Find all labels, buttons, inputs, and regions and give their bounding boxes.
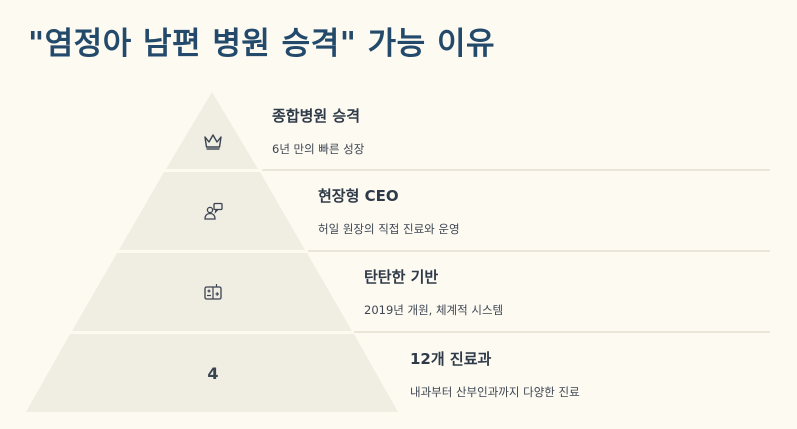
pyramid-tier-3 <box>72 253 352 331</box>
divider-2 <box>308 250 770 252</box>
user-chat-icon <box>204 202 223 220</box>
level-2-description: 허일 원장의 직접 진료와 운영 <box>318 222 460 236</box>
tier-4-number: 4 <box>207 364 219 383</box>
level-1-description: 6년 만의 빠른 성장 <box>272 142 365 156</box>
level-4-description: 내과부터 산부인과까지 다양한 진료 <box>410 385 580 399</box>
level-2-text: 현장형 CEO 허일 원장의 직접 진료와 운영 <box>318 185 460 237</box>
level-4-text: 12개 진료과 내과부터 산부인과까지 다양한 진료 <box>410 348 580 400</box>
level-1-heading: 종합병원 승격 <box>272 107 361 125</box>
pyramid-tier-1 <box>166 92 258 169</box>
level-4-heading: 12개 진료과 <box>410 350 492 368</box>
level-2-heading: 현장형 CEO <box>318 187 399 205</box>
page-title: "염정아 남편 병원 승격" 가능 이유 <box>28 26 496 62</box>
pyramid-tier-4 <box>26 334 398 412</box>
level-3-description: 2019년 개원, 체계적 시스템 <box>364 303 504 317</box>
divider-3 <box>354 331 770 333</box>
level-3-text: 탄탄한 기반 2019년 개원, 체계적 시스템 <box>364 266 503 318</box>
crown-icon <box>204 134 222 150</box>
level-3-heading: 탄탄한 기반 <box>364 268 439 286</box>
divider-1 <box>262 169 770 171</box>
medical-chart-icon <box>204 284 222 300</box>
level-1-text: 종합병원 승격 6년 만의 빠른 성장 <box>272 105 364 157</box>
